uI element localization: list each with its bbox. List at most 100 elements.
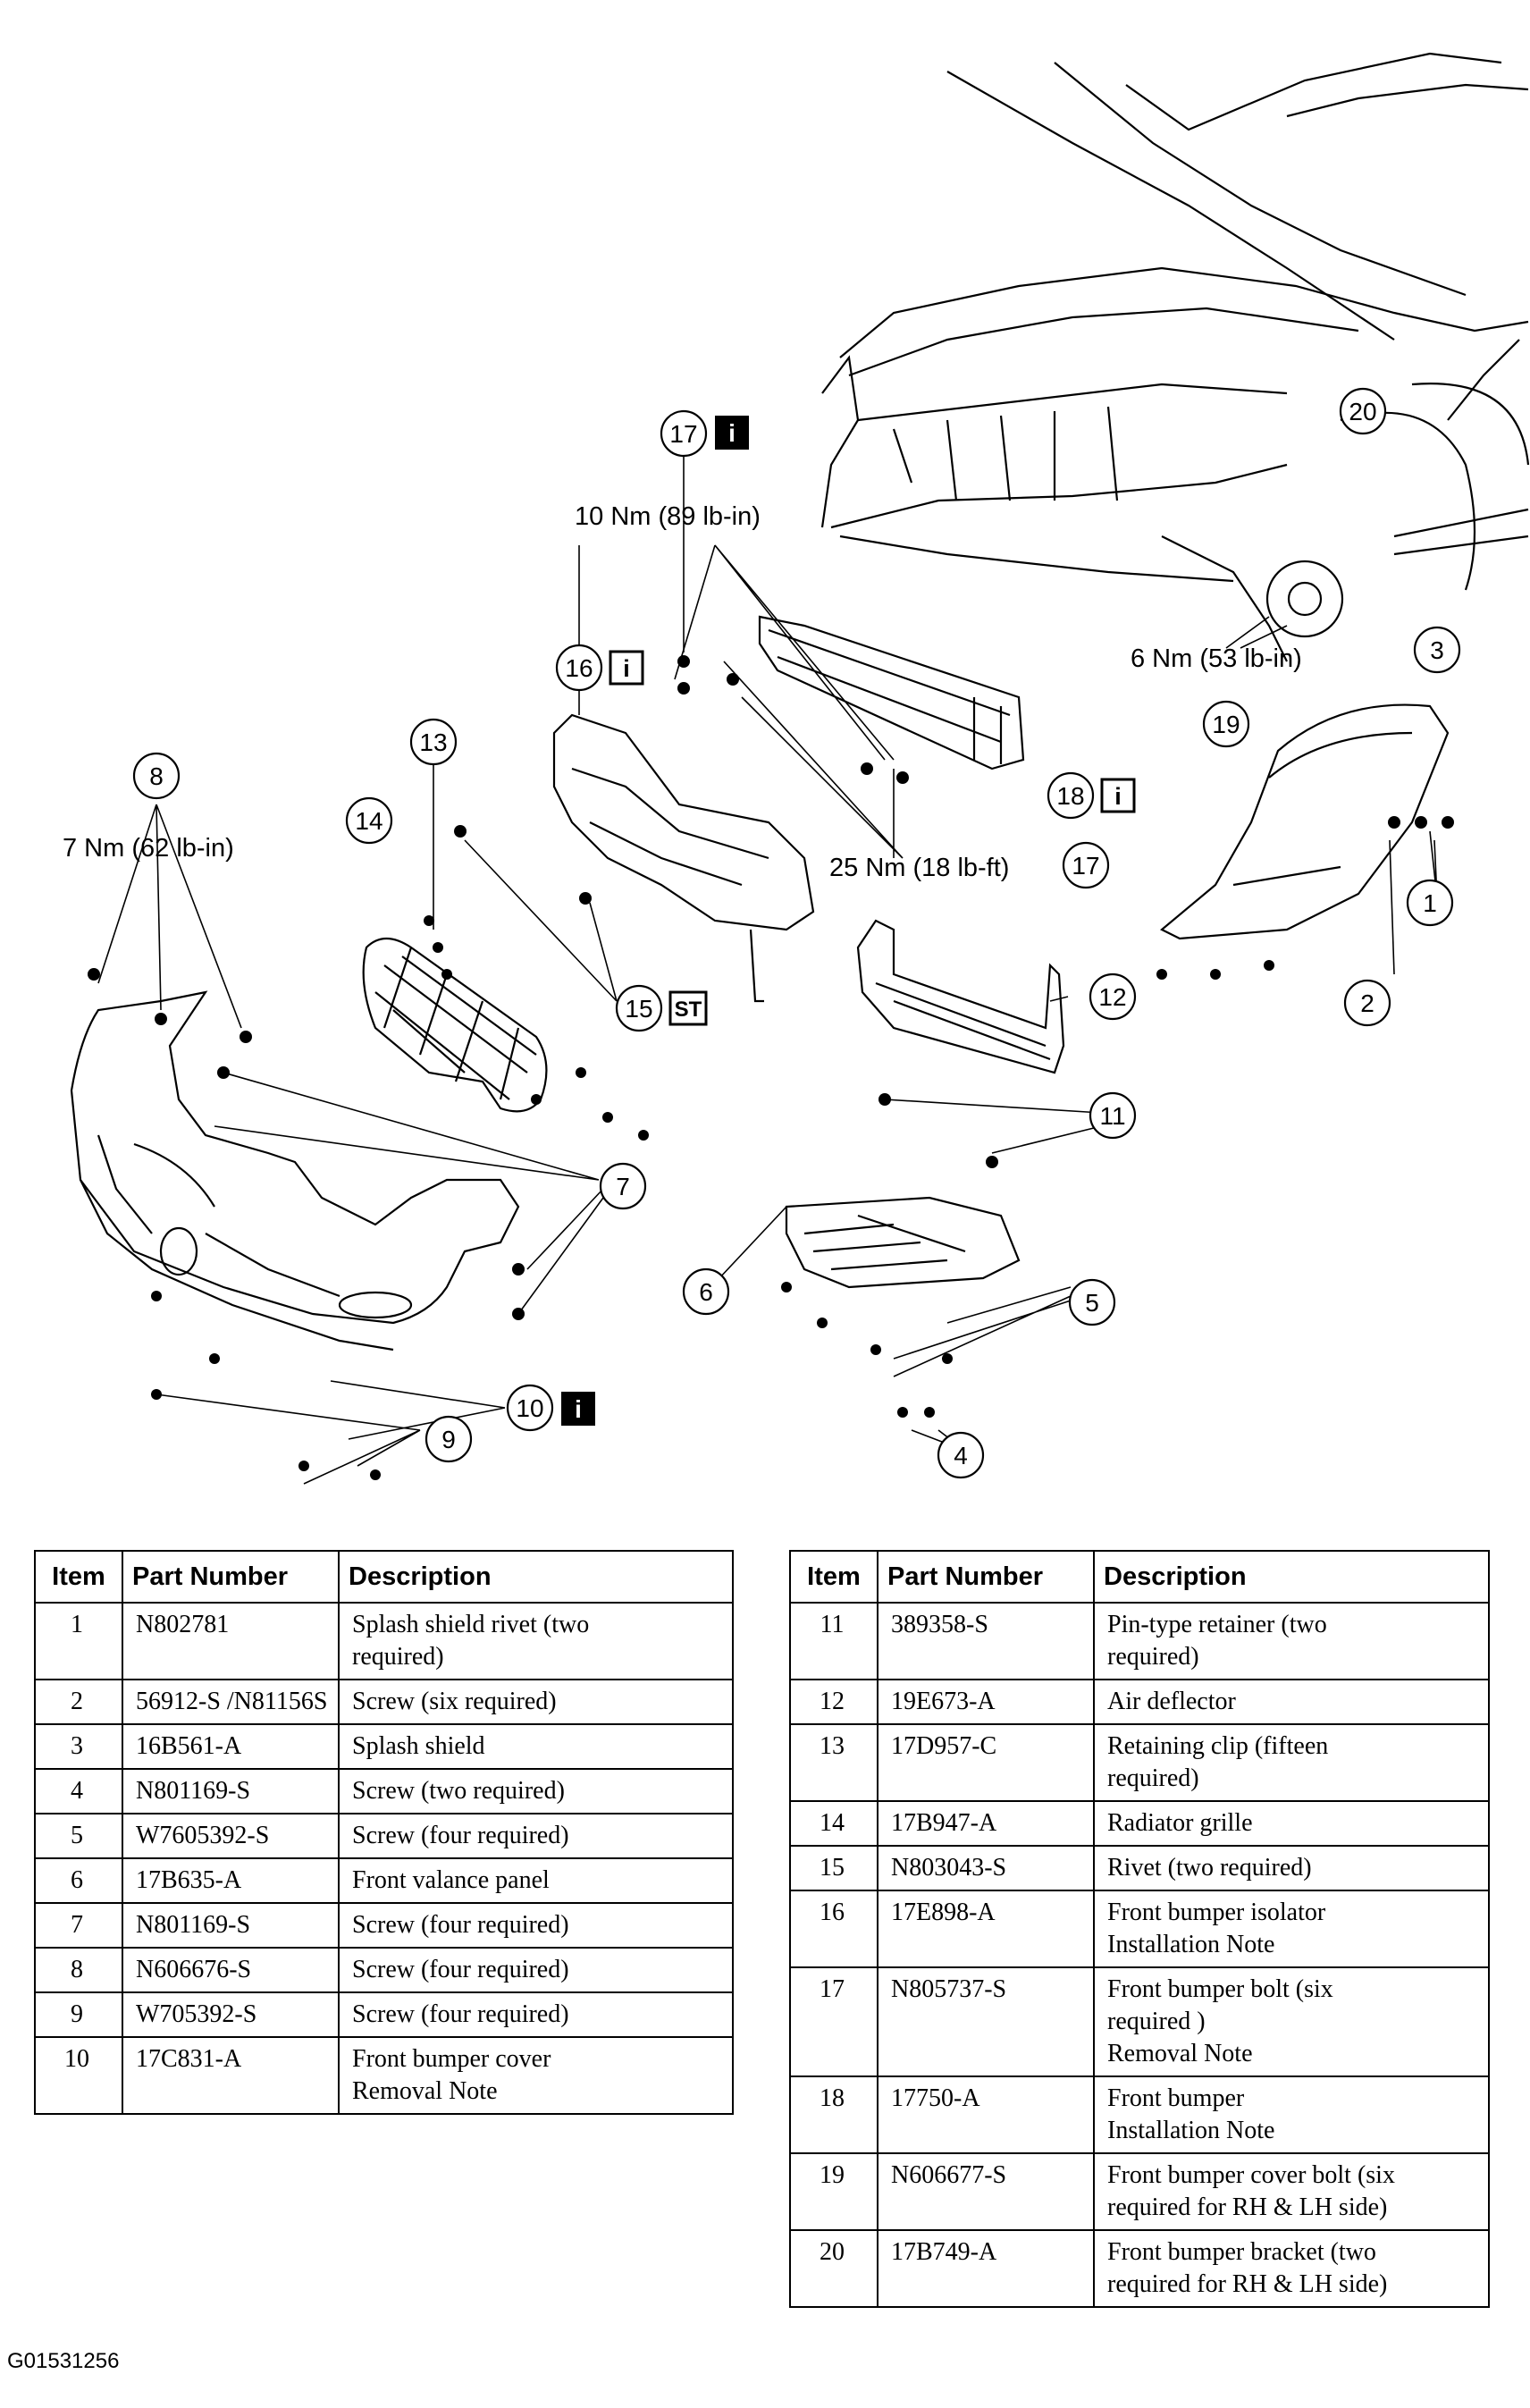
- description-line: Installation Note: [1107, 1931, 1275, 1958]
- callout-20: [1339, 387, 1387, 435]
- special-tool-badge-15: [668, 990, 708, 1026]
- description-line: required for RH & LH side): [1107, 2193, 1388, 2221]
- description-cell: Splash shield rivet (two required): [338, 1602, 734, 1680]
- part-number-cell: 56912-S /N81156S: [122, 1679, 340, 1725]
- callout-12-label: 12: [1098, 983, 1126, 1011]
- part-number-cell: W705392-S: [122, 1991, 340, 2038]
- part-number-cell: N606677-S: [877, 2152, 1095, 2231]
- leader-lines: [97, 434, 1438, 1485]
- svg-text:i: i: [1114, 783, 1122, 810]
- part-number-cell: 17D957-C: [877, 1723, 1095, 1802]
- callout-2-label: 2: [1360, 989, 1374, 1017]
- callout-5-label: 5: [1085, 1289, 1099, 1317]
- col-header-item: Item: [34, 1550, 123, 1604]
- part-number-cell: 17E898-A: [877, 1890, 1095, 1968]
- callout-8: [132, 752, 181, 800]
- item-number-cell: 19: [789, 2152, 878, 2231]
- item-number-cell: 1: [34, 1602, 123, 1680]
- callout-1: [1406, 879, 1454, 927]
- callout-6-label: 6: [699, 1278, 713, 1306]
- callout-9: [425, 1415, 473, 1463]
- description-cell: Splash shield: [338, 1723, 734, 1770]
- description-cell: Radiator grille: [1093, 1800, 1490, 1847]
- description-cell: Screw (four required): [338, 1813, 734, 1859]
- item-number-cell: 18: [789, 2075, 878, 2154]
- description-line: required): [352, 1643, 444, 1671]
- description-cell: Screw (six required): [338, 1679, 734, 1725]
- callout-15-label: 15: [625, 995, 652, 1023]
- callout-6: [682, 1267, 730, 1316]
- description-line: Splash shield rivet (two: [352, 1611, 590, 1638]
- callout-11-label: 11: [1099, 1102, 1125, 1130]
- col-header-item: Item: [789, 1550, 878, 1604]
- callout-17-top: [660, 409, 708, 458]
- part-number-cell: N805737-S: [877, 1966, 1095, 2077]
- part-number-cell: N803043-S: [877, 1845, 1095, 1891]
- item-number-cell: 2: [34, 1679, 123, 1725]
- item-number-cell: 15: [789, 1845, 878, 1891]
- svg-text:i: i: [575, 1395, 582, 1423]
- callout-18-label: 18: [1056, 782, 1084, 810]
- callout-4-label: 4: [954, 1442, 968, 1469]
- description-line: Removal Note: [1107, 2040, 1253, 2067]
- part-number-cell: 17C831-A: [122, 2036, 340, 2115]
- item-number-cell: 11: [789, 1602, 878, 1680]
- description-line: Front bumper bolt (six: [1107, 1975, 1333, 2003]
- description-line: required for RH & LH side): [1107, 2270, 1388, 2298]
- col-header-description: Description: [338, 1550, 734, 1604]
- callout-13-label: 13: [419, 728, 447, 756]
- part-number-cell: 17B947-A: [877, 1800, 1095, 1847]
- callout-4: [937, 1431, 985, 1479]
- radiator-grille-drawing: [362, 937, 548, 1113]
- info-badge-17: [715, 416, 749, 450]
- callout-3: [1413, 626, 1461, 674]
- description-line: Screw (four required): [352, 1956, 569, 1983]
- callout-1-label: 1: [1423, 889, 1437, 917]
- description-line: Pin-type retainer (two: [1107, 1611, 1327, 1638]
- callout-14-label: 14: [355, 807, 382, 835]
- callout-15: [615, 984, 663, 1032]
- info-badge-16: [609, 650, 644, 686]
- vehicle-front-end-drawing: [820, 52, 1530, 662]
- description-line: Screw (two required): [352, 1777, 565, 1805]
- item-number-cell: 14: [789, 1800, 878, 1847]
- item-number-cell: 5: [34, 1813, 123, 1859]
- callout-10-label: 10: [516, 1394, 543, 1422]
- info-badge-18: [1100, 778, 1136, 813]
- torque-spec-17b: 25 Nm (18 lb-ft): [829, 854, 1009, 882]
- item-number-cell: 4: [34, 1768, 123, 1814]
- front-bumper-cover-drawing: [70, 990, 520, 1351]
- callout-19: [1202, 700, 1250, 748]
- figure-code: G01531256: [7, 2349, 120, 2373]
- air-deflector-drawing: [856, 919, 1065, 1074]
- part-number-cell: N606676-S: [122, 1947, 340, 1993]
- bumper-isolator-drawing: [552, 713, 815, 1003]
- description-line: Installation Note: [1107, 2117, 1275, 2144]
- part-number-cell: N801169-S: [122, 1902, 340, 1949]
- col-header-part-number: Part Number: [877, 1550, 1095, 1604]
- part-number-cell: N802781: [122, 1602, 340, 1680]
- info-badge-10: [561, 1392, 595, 1426]
- col-header-description: Description: [1093, 1550, 1490, 1604]
- item-number-cell: 16: [789, 1890, 878, 1968]
- description-line: Screw (six required): [352, 1688, 557, 1715]
- description-line: Radiator grille: [1107, 1809, 1253, 1837]
- callout-16: [555, 644, 603, 692]
- callout-20-label: 20: [1349, 398, 1376, 425]
- callout-14: [345, 796, 393, 845]
